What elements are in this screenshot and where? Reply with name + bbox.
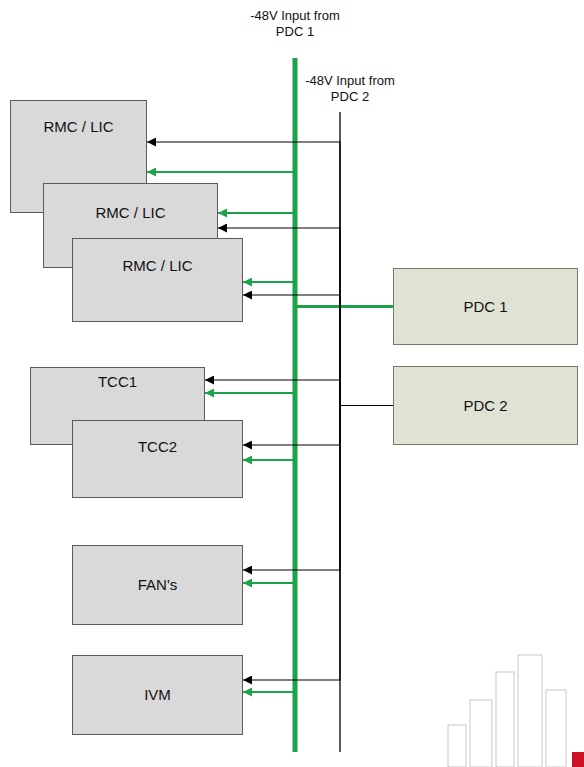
power-distribution-box: PDC 2 <box>393 366 578 445</box>
building <box>470 700 492 767</box>
card-box: RMC / LIC <box>72 238 243 322</box>
power-feed <box>243 307 393 693</box>
power-feed <box>218 213 393 307</box>
power-distribution-box: PDC 1 <box>393 268 578 345</box>
power-feed <box>243 282 393 307</box>
power-feed <box>243 406 393 446</box>
bus-label: -48V Input from PDC 1 <box>250 8 340 40</box>
box-label: TCC2 <box>138 438 177 456</box>
card-box: FAN's <box>72 545 243 625</box>
box-label: TCC1 <box>98 373 137 391</box>
box-label: PDC 1 <box>463 298 507 316</box>
building <box>546 690 566 767</box>
card-box: TCC2 <box>72 420 243 498</box>
building <box>518 655 542 767</box>
box-label: PDC 2 <box>463 397 507 415</box>
bus-label: -48V Input from PDC 2 <box>305 73 395 105</box>
power-feed <box>243 307 393 461</box>
skyline-picture <box>448 655 566 767</box>
power-feed <box>218 228 393 406</box>
power-feed <box>205 380 393 406</box>
building <box>496 672 514 767</box>
power-feed <box>243 295 393 406</box>
box-label: RMC / LIC <box>95 204 165 222</box>
building <box>448 725 466 767</box>
power-feed <box>243 307 393 584</box>
card-box: IVM <box>72 655 243 735</box>
box-label: FAN's <box>138 576 178 594</box>
box-label: RMC / LIC <box>43 118 113 136</box>
power-feed <box>243 406 393 571</box>
power-feed <box>243 406 393 681</box>
red-corner <box>572 752 584 767</box>
box-label: RMC / LIC <box>122 257 192 275</box>
box-label: IVM <box>144 686 171 704</box>
